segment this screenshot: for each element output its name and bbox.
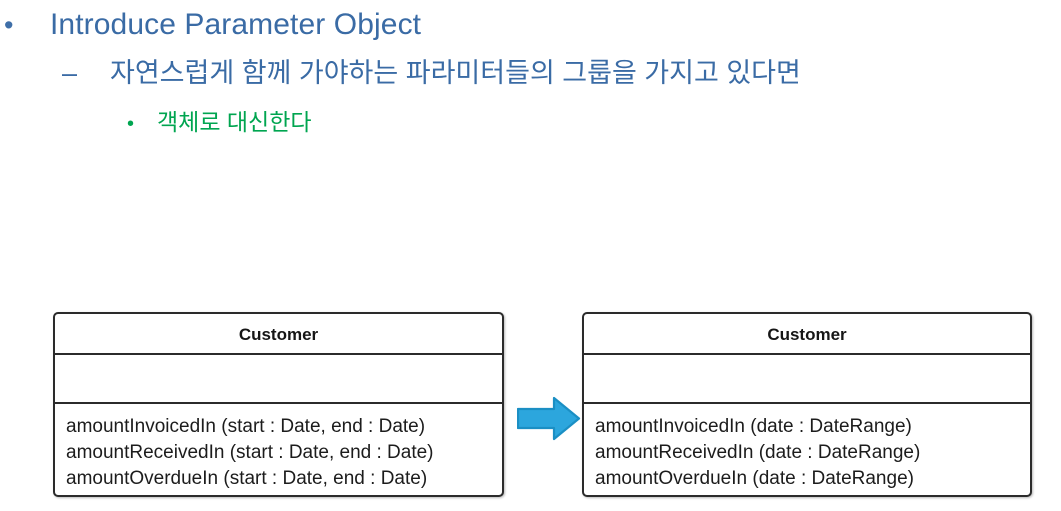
dash-marker-icon: – [62,58,78,88]
uml-class-name-before: Customer [55,314,502,355]
uml-method: amountInvoicedIn (date : DateRange) [595,416,912,437]
bullet-text-parameter-group: 자연스럽게 함께 가야하는 파라미터들의 그룹을 가지고 있다면 [110,58,801,88]
uml-method: amountInvoicedIn (start : Date, end : Da… [66,416,426,437]
uml-method: amountReceivedIn (date : DateRange) [595,442,921,463]
uml-method: amountReceivedIn (start : Date, end : Da… [66,442,434,463]
uml-attributes-compartment-before [55,355,502,404]
bullet-text-replace-with-object: 객체로 대신한다 [157,109,312,135]
uml-method: amountOverdueIn (start : Date, end : Dat… [66,468,428,489]
bullet-item-level2: – 자연스럽게 함께 가야하는 파라미터들의 그룹을 가지고 있다면 [62,56,801,90]
bullet-item-level3: • 객체로 대신한다 [127,107,312,139]
uml-attributes-compartment-after [584,355,1030,404]
uml-methods-compartment-after: amountInvoicedIn (date : DateRange) amou… [584,404,1030,492]
bullet-marker-icon-green: • [127,113,135,135]
uml-methods-compartment-before: amountInvoicedIn (start : Date, end : Da… [55,404,502,492]
bullet-text-introduce-parameter-object: Introduce Parameter Object [50,8,422,41]
uml-class-name-after: Customer [584,314,1030,355]
uml-method: amountOverdueIn (date : DateRange) [595,468,914,489]
uml-class-box-before: Customer amountInvoicedIn (start : Date,… [53,312,504,497]
bullet-marker-icon: • [4,10,14,40]
bullet-item-level1: • Introduce Parameter Object [4,7,421,43]
right-arrow-icon [517,396,581,441]
uml-class-box-after: Customer amountInvoicedIn (date : DateRa… [582,312,1032,497]
